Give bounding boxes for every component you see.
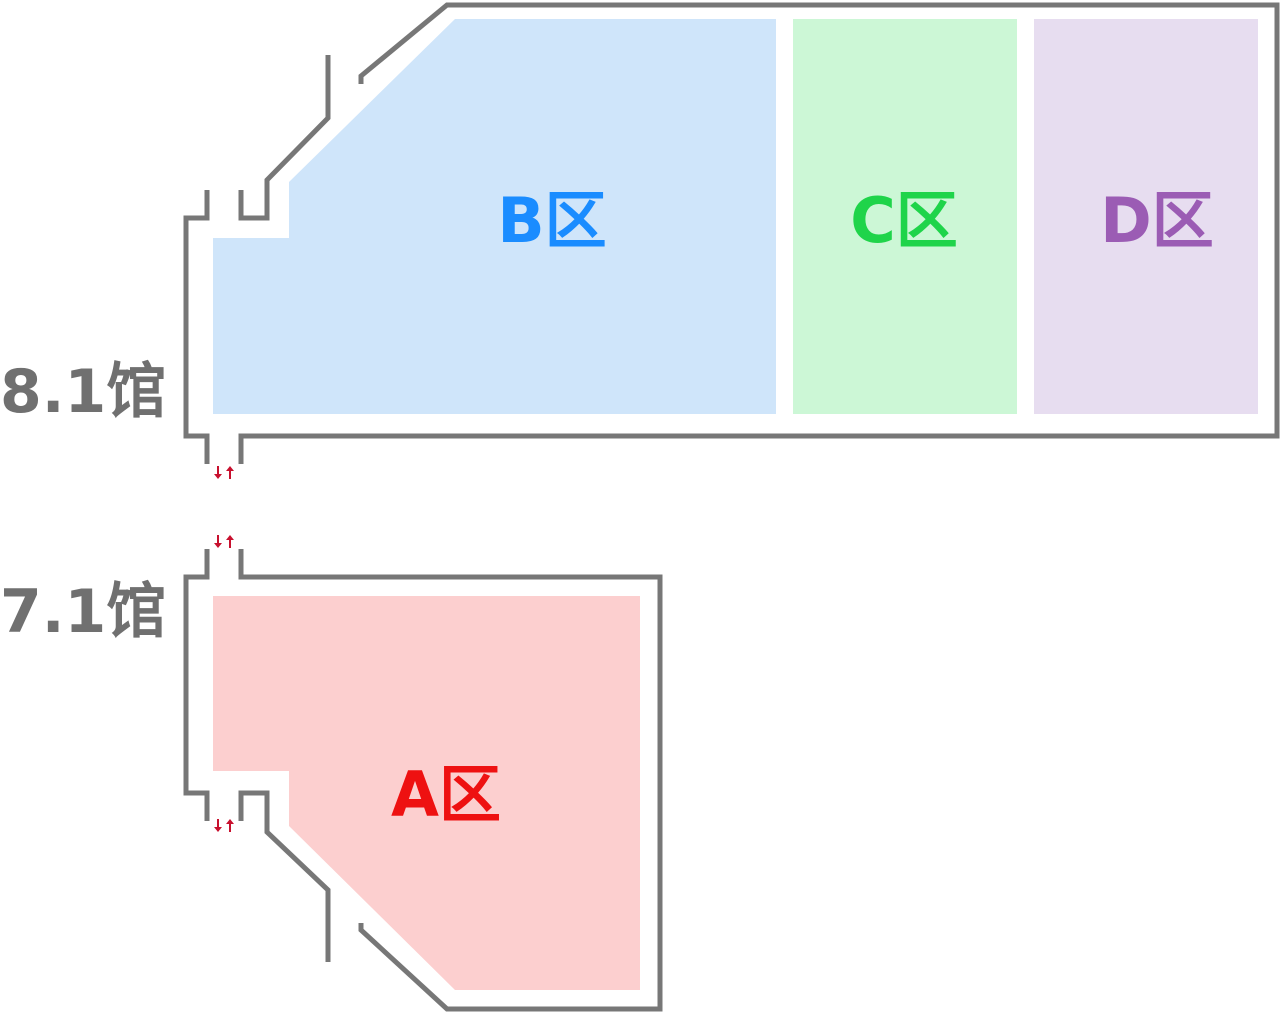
hall-8-1-wall [183,2,1280,464]
zone-b-area[interactable] [213,19,776,414]
zone-c-area[interactable] [793,19,1017,414]
hall-8-1: B区 C区 D区 8.1馆 [0,2,1280,464]
zone-a-area[interactable] [213,596,640,990]
zone-c-label: C区 [850,184,958,257]
zone-b-label: B区 [497,184,606,257]
zone-d-label: D区 [1100,184,1213,257]
two-way-passage-arrows-icon [214,535,234,548]
hall-7-1-label: 7.1馆 [0,577,166,647]
hall-7-1-wall [183,549,663,1012]
zone-a-label: A区 [391,758,501,831]
two-way-passage-arrows-icon [214,819,234,832]
two-way-passage-arrows-icon [214,466,234,479]
hall-8-1-label: 8.1馆 [0,357,166,427]
zone-d-area[interactable] [1034,19,1258,414]
hall-7-1: A区 7.1馆 [0,549,663,1012]
